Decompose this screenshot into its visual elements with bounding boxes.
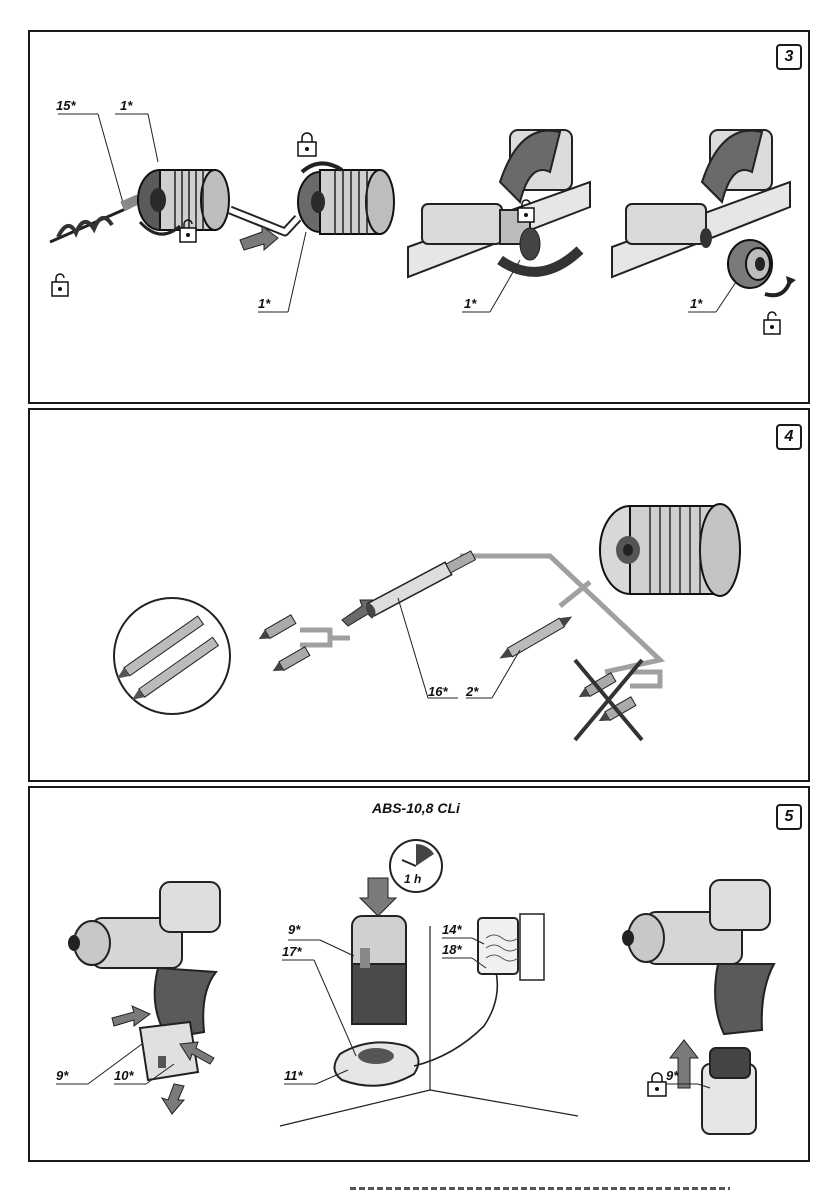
panel-3: 3: [28, 30, 810, 404]
lock-icon: [298, 133, 316, 156]
callout-9: 9*: [288, 922, 300, 937]
auger-bit-icon: [50, 194, 141, 242]
callout-18: 18*: [442, 942, 462, 957]
clock-label: 1 h: [404, 872, 421, 886]
callout-15: 15*: [56, 98, 76, 113]
unlock-icon: [52, 274, 68, 296]
bit-icon: [497, 612, 575, 663]
callout-17: 17*: [282, 944, 302, 959]
power-adapter-icon: [478, 914, 544, 980]
bit-holder-icon: [364, 549, 477, 618]
callout-11: 11*: [284, 1068, 303, 1083]
drill-icon: [408, 130, 590, 277]
callout-9: 9*: [666, 1068, 678, 1083]
battery-icon: [352, 916, 406, 1024]
arrow-icon: [360, 878, 396, 916]
callout-1: 1*: [464, 296, 476, 311]
callout-1: 1*: [258, 296, 270, 311]
unlock-icon: [764, 312, 780, 334]
callout-14: 14*: [442, 922, 462, 937]
drill-icon: [622, 880, 774, 1034]
chuck-icon: [600, 504, 740, 596]
panel-5-illustrations: [30, 788, 808, 1160]
panel-5: ABS-10,8 CLi 5: [28, 786, 810, 1162]
callout-16: 16*: [428, 684, 448, 699]
footer-barcode: [350, 1187, 730, 1190]
chuck-icon: [298, 163, 394, 234]
bit-icon: [114, 598, 230, 714]
chuck-icon: [728, 240, 796, 295]
callout-9: 9*: [56, 1068, 68, 1083]
lock-icon: [648, 1073, 666, 1096]
callout-2: 2*: [466, 684, 478, 699]
callout-1: 1*: [120, 98, 132, 113]
panel-3-illustrations: [30, 32, 808, 402]
callout-1: 1*: [690, 296, 702, 311]
battery-icon: [702, 1048, 756, 1134]
panel-4-illustrations: [30, 410, 808, 780]
callout-10: 10*: [114, 1068, 134, 1083]
panel-4: 4: [28, 408, 810, 782]
